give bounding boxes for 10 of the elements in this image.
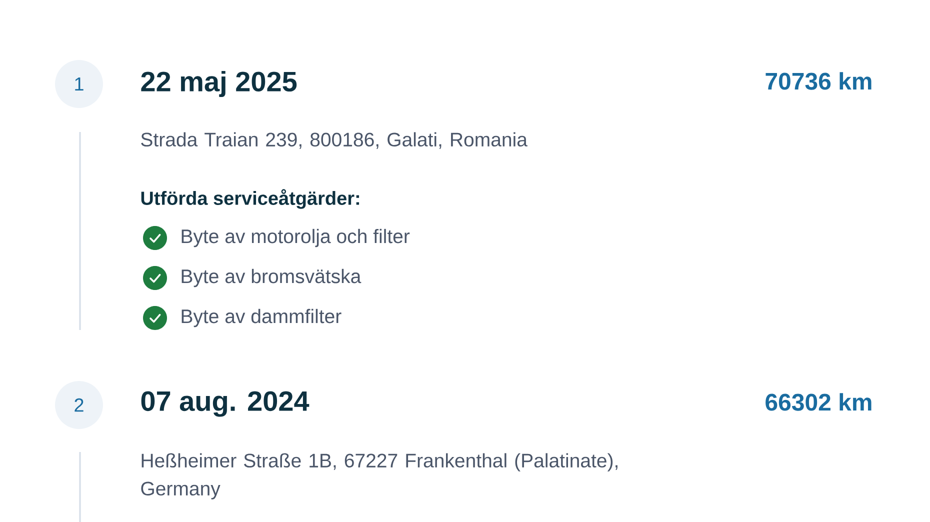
- mileage-text: 66302 km: [766, 393, 872, 411]
- list-item: Byte av dammfilter: [182, 308, 342, 328]
- section-heading: Utförda serviceåtgärder:: [141, 189, 360, 209]
- list-item: Byte av bromsvätska: [182, 268, 362, 288]
- list-item: Byte av motorolja och filter: [182, 228, 410, 248]
- date-heading: 07 aug. 2024: [141, 391, 310, 417]
- address-text: Strada Traian 239, 800186, Galati, Romania: [141, 132, 528, 149]
- address-text: Heßheimer Straße 1B, 67227 Frankenthal (Palatinate), Germany: [141, 453, 618, 500]
- date-heading: 22 maj 2025: [141, 70, 297, 98]
- mileage-text: 70736 km: [766, 72, 872, 90]
